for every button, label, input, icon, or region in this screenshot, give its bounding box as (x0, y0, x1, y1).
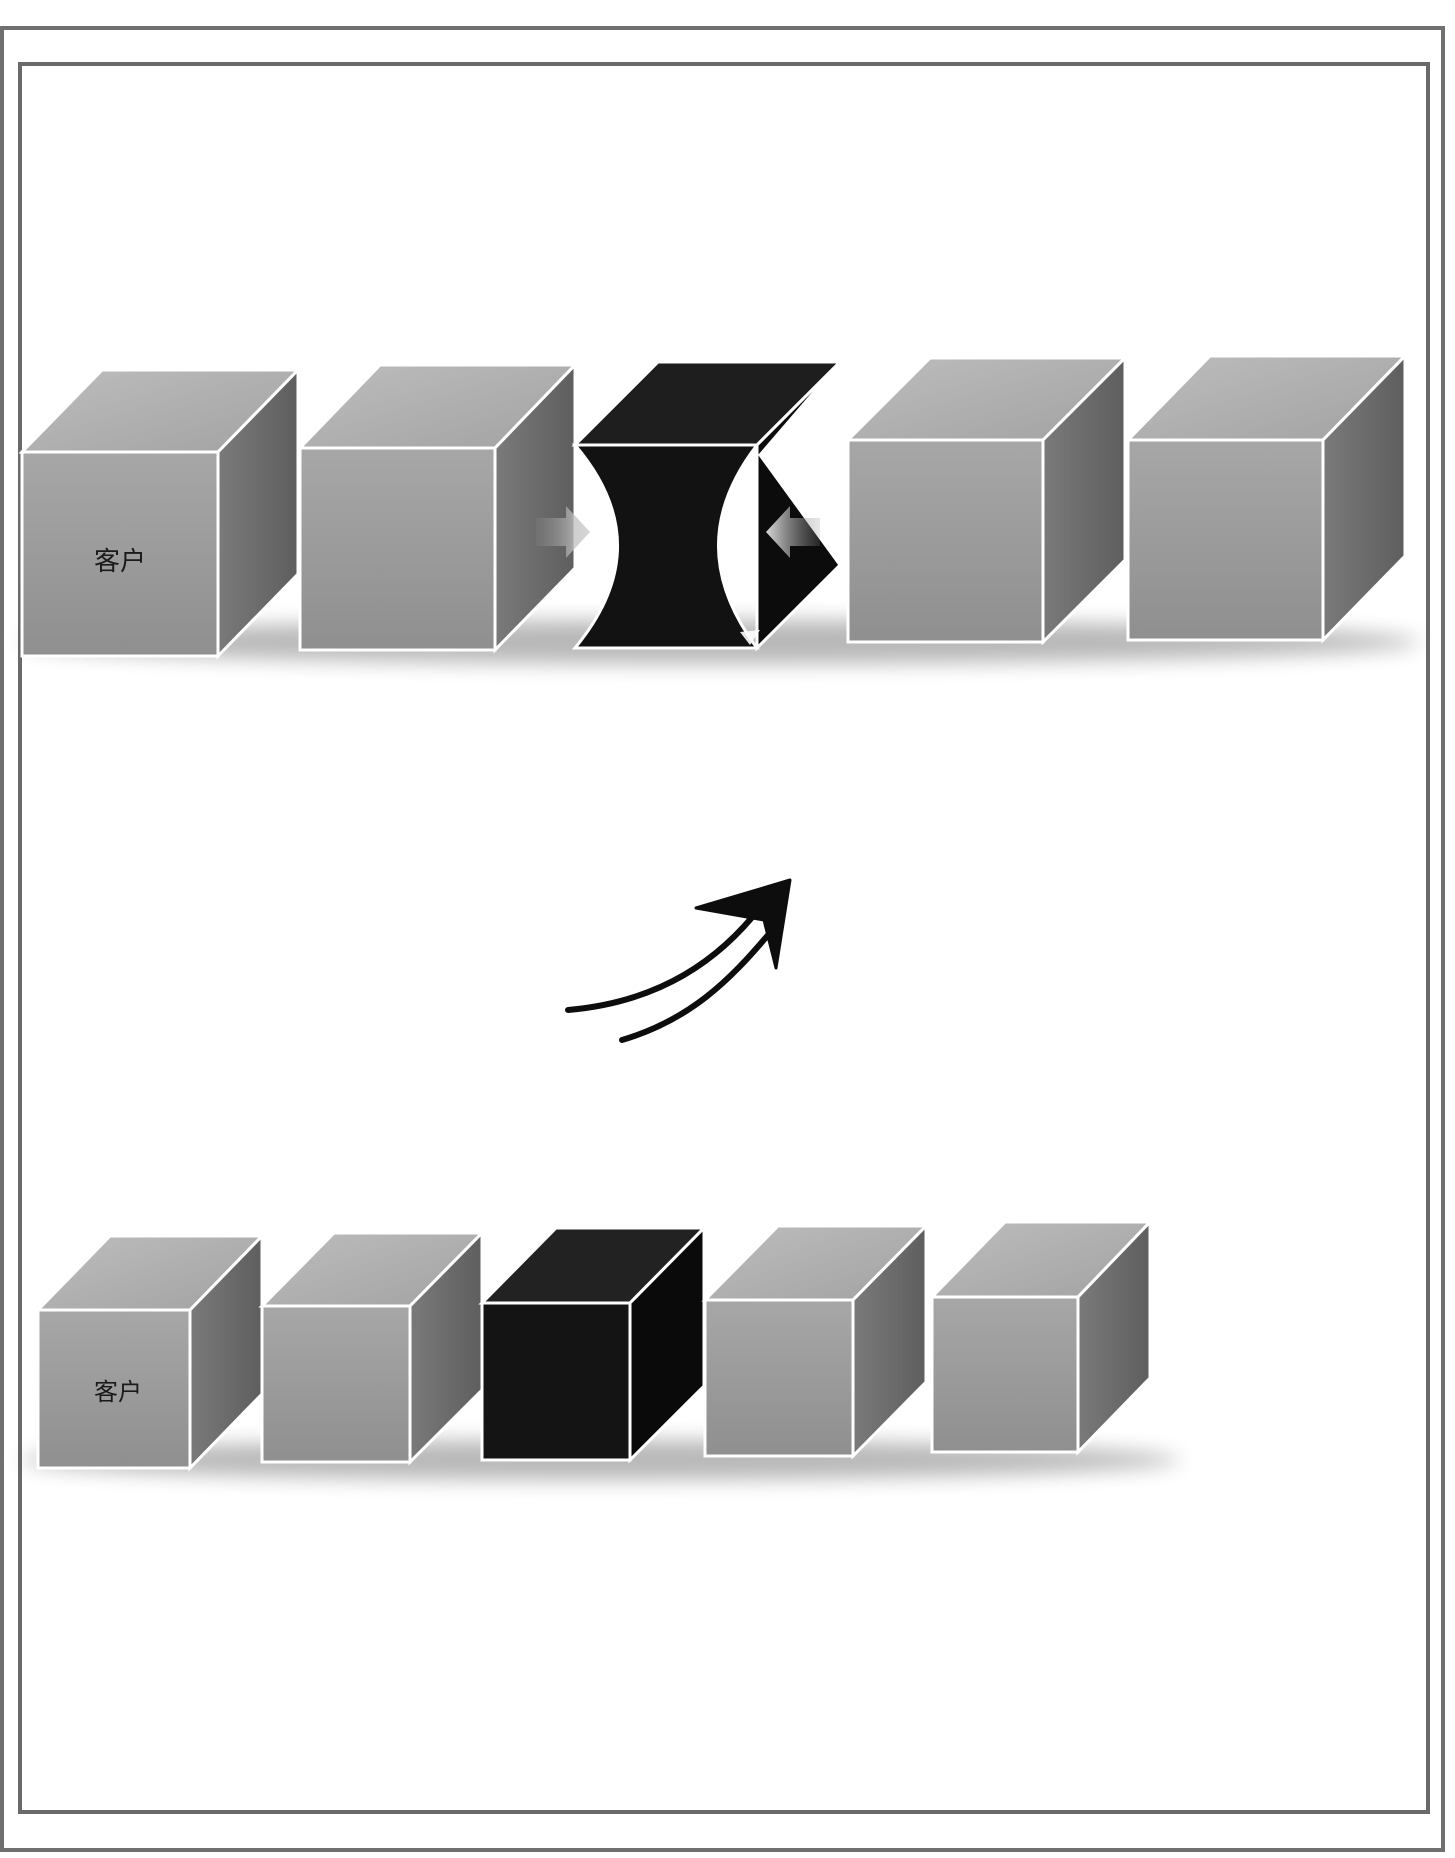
outer-frame (0, 26, 1445, 1852)
push-right-arrow-icon (536, 506, 590, 558)
double-curved-arrow-icon (565, 878, 792, 1043)
top-box-squeezed (571, 360, 844, 652)
bottom-box-1: 客户 (34, 1232, 266, 1472)
bottom-box-1-label: 客户 (94, 1378, 142, 1406)
bottom-row: 客户 (20, 1218, 1180, 1480)
push-left-arrow-icon (766, 506, 820, 558)
top-box-4 (844, 354, 1129, 646)
bottom-box-2 (258, 1229, 486, 1466)
top-row: 客户 (18, 352, 1420, 664)
top-box-1-label: 客户 (94, 547, 146, 577)
bottom-box-4 (701, 1222, 930, 1460)
inner-frame (18, 62, 1430, 1814)
bottom-box-dark (478, 1224, 708, 1464)
top-box-2 (296, 361, 579, 654)
top-box-5 (1124, 352, 1409, 644)
top-box-1: 客户 (18, 366, 302, 660)
bottom-box-5 (928, 1218, 1154, 1456)
